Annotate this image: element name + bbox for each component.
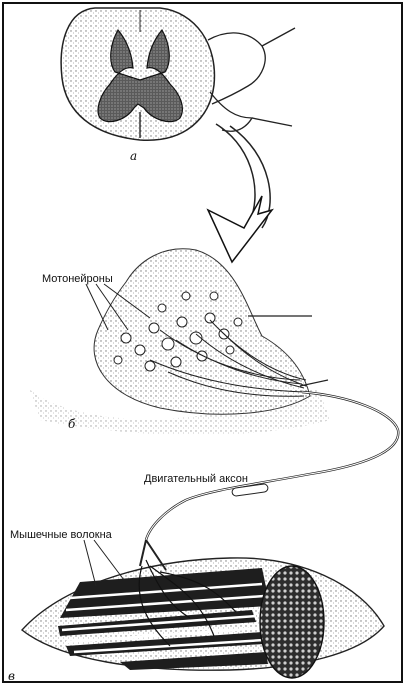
muscle-cross-section — [260, 566, 324, 678]
motoneurons-label: Мотонейроны — [42, 273, 113, 285]
panel-label-b: б — [68, 417, 76, 431]
panel-label-c: в — [8, 669, 15, 683]
muscle-fibers-label: Мышечные волокна — [10, 529, 113, 541]
panel-label-a: а — [130, 149, 137, 163]
motor-axon-label: Двигательный аксон — [144, 473, 248, 485]
